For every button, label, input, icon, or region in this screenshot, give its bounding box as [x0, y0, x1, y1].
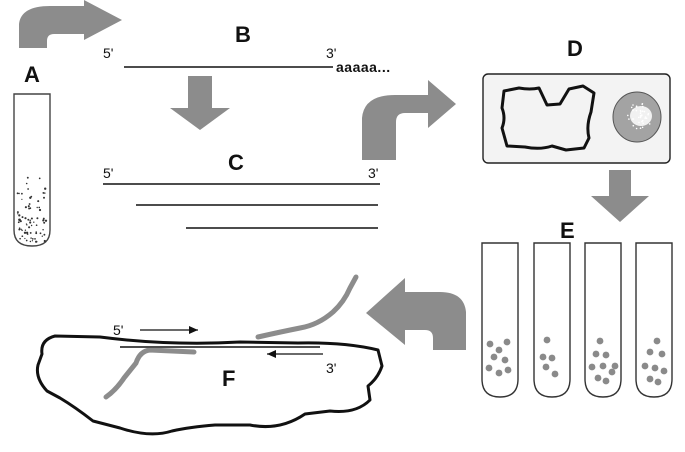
reverse-arrow-head: [267, 350, 276, 358]
down-arrow-d-to-e: [591, 170, 649, 222]
c-five-prime: 5': [103, 165, 113, 181]
panel-f-outline: [35, 334, 384, 436]
tube-dot: [611, 362, 619, 370]
panel-d-blob-outline: [500, 84, 596, 152]
primer-left: [103, 347, 197, 400]
f-five-prime: 5': [113, 322, 123, 338]
b-five-prime: 5': [103, 45, 113, 61]
primer-right: [255, 274, 359, 340]
tube-dot: [646, 375, 654, 383]
curved-arrow-e-to-f: [366, 278, 466, 350]
tube-dot: [503, 338, 511, 346]
tube-dot: [501, 356, 509, 364]
label-a: A: [24, 62, 40, 87]
f-three-prime: 3': [326, 360, 336, 376]
label-f: F: [222, 366, 235, 391]
tube-dot: [548, 354, 556, 362]
b-three-prime: 3': [326, 45, 336, 61]
tube-dot: [651, 364, 659, 372]
test-tube-a: [13, 93, 51, 247]
curved-arrow-c-to-d: [362, 80, 456, 160]
panel-e-tube: [635, 242, 673, 398]
tube-a-sediment: [16, 176, 48, 243]
panel-e-tubes: [481, 242, 673, 398]
tube-dot: [608, 368, 616, 376]
tube-dot: [551, 370, 559, 378]
tube-dot: [654, 378, 662, 386]
tube-dot: [602, 351, 610, 359]
poly-a-tail: aaaaa...: [336, 59, 391, 75]
label-b: B: [235, 22, 251, 47]
tube-dot: [504, 366, 512, 374]
tube-dot: [485, 364, 493, 372]
tube-dot: [602, 377, 610, 385]
tube-dot: [660, 367, 668, 375]
label-c: C: [228, 150, 244, 175]
label-e: E: [560, 218, 575, 243]
tube-dot: [599, 362, 607, 370]
tube-dot: [594, 374, 602, 382]
tube-dot: [596, 337, 604, 345]
panel-e-tube: [584, 242, 622, 398]
tube-dot: [490, 353, 498, 361]
tube-dot: [539, 353, 547, 361]
tube-dot: [592, 350, 600, 358]
tube-dot: [543, 336, 551, 344]
tube-dot: [495, 346, 503, 354]
down-arrow-b-to-c: [170, 76, 230, 130]
tube-dot: [495, 369, 503, 377]
tube-dot: [486, 340, 494, 348]
tube-dot: [588, 363, 596, 371]
tube-dot: [658, 350, 666, 358]
label-d: D: [567, 36, 583, 61]
tube-dot: [646, 348, 654, 356]
c-three-prime: 3': [368, 165, 378, 181]
tube-dot: [653, 337, 661, 345]
curved-arrow-a-to-b: [19, 0, 122, 48]
forward-arrow-head: [189, 326, 198, 334]
tube-dot: [641, 362, 649, 370]
tube-dot: [542, 363, 550, 371]
panel-d-gel-spot-speckle: [627, 103, 651, 130]
